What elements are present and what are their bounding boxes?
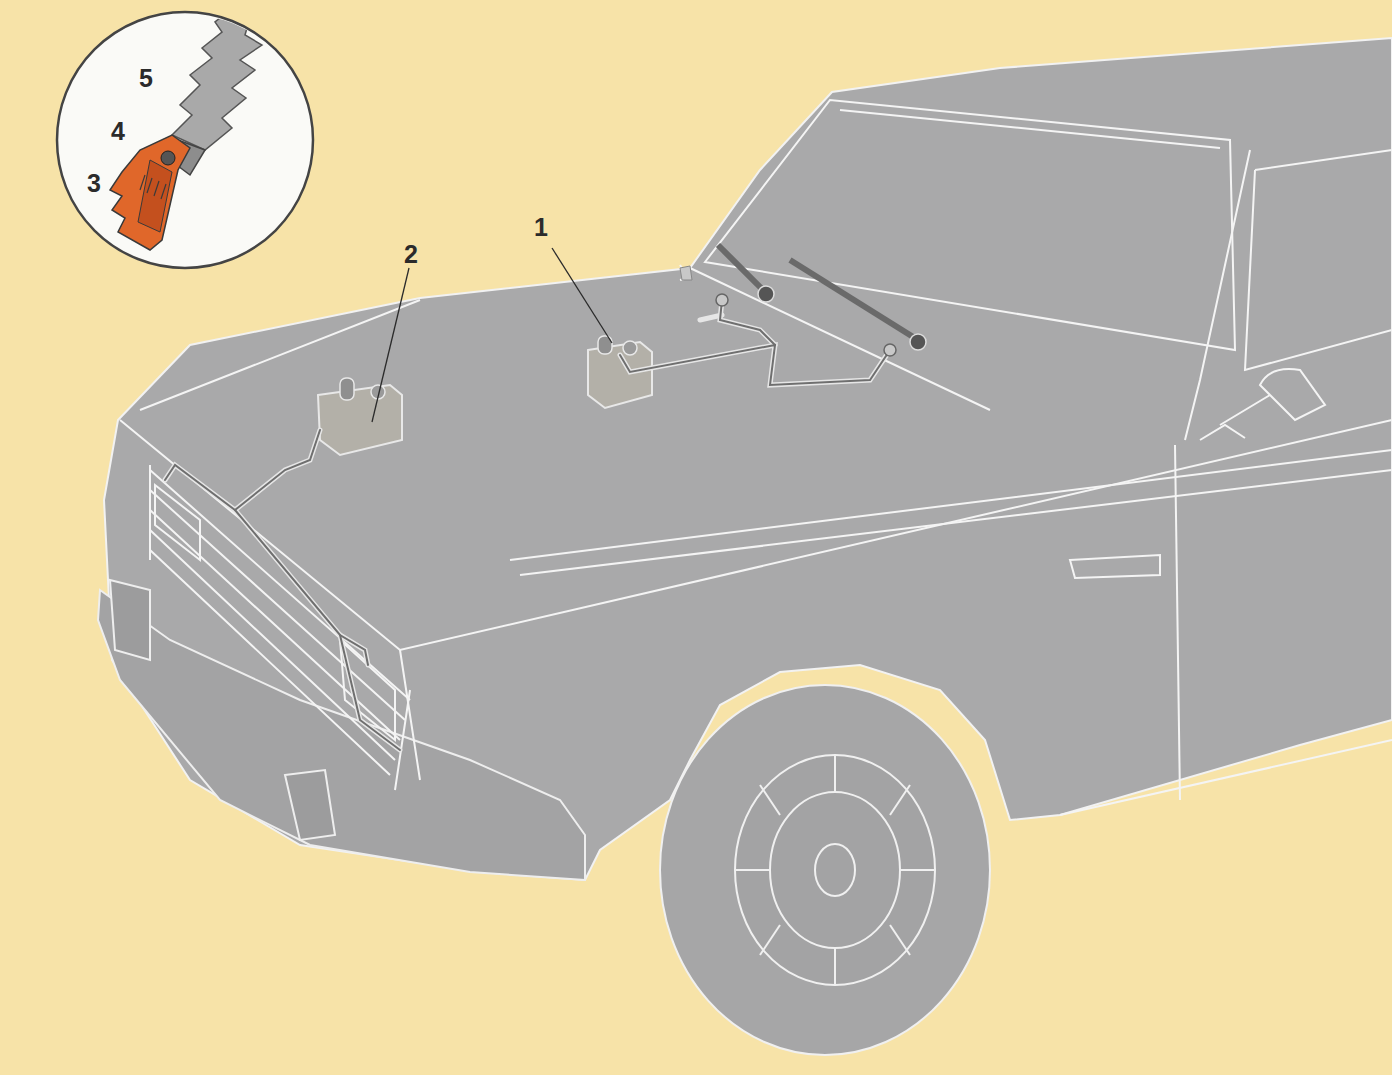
nozzle-inset: [57, 10, 313, 268]
front-wheel: [660, 685, 990, 1055]
callout-number: 1: [534, 215, 548, 240]
callout-number: 2: [404, 242, 418, 267]
callout-number: 3: [87, 171, 101, 196]
washer-system: [165, 245, 926, 750]
callout-number: 5: [139, 66, 153, 91]
callout-number: 4: [111, 119, 125, 144]
body-outlines: [120, 100, 1392, 815]
